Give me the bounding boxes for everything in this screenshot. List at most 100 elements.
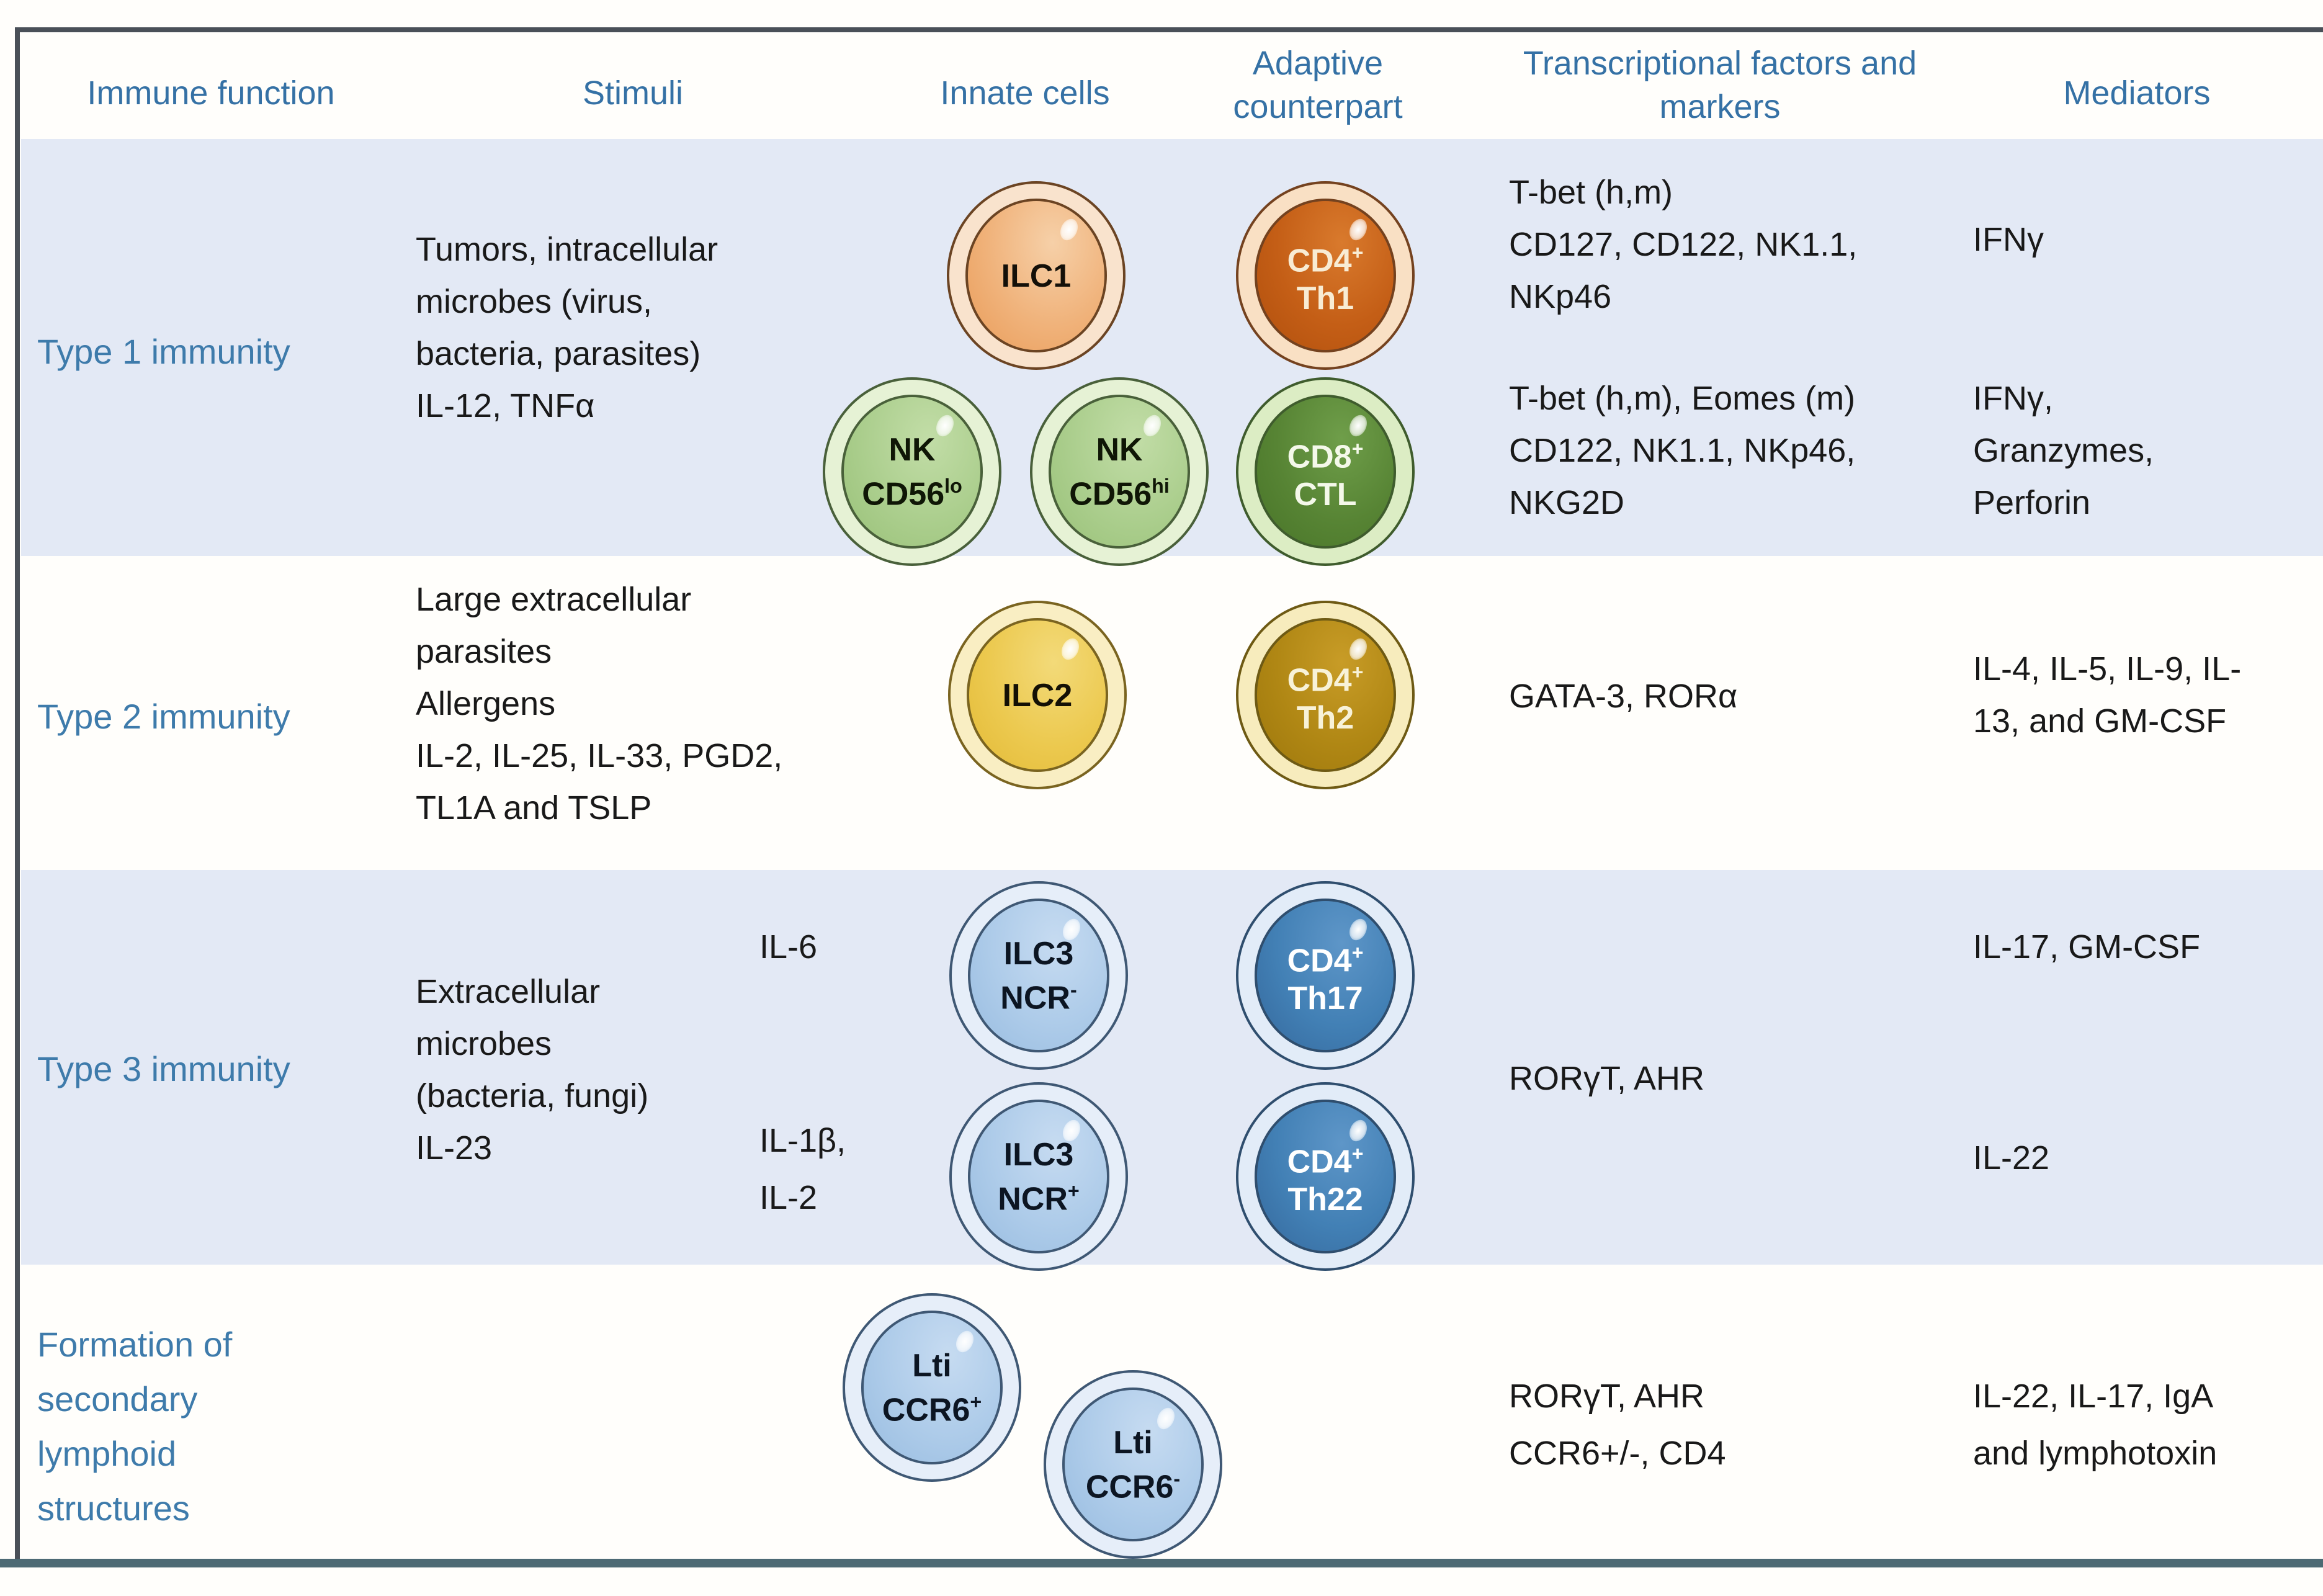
cell-label: CTL [1294,475,1356,513]
cell-superscript: + [1351,438,1364,461]
row-label-formation: Formation of secondary lymphoid structur… [37,1325,233,1528]
type3-factors-text: RORγT, AHR [1509,1060,1705,1097]
type3-mediators-top-text: IL-17, GM-CSF [1973,928,2201,966]
cell-cd4-th22-inner: CD4+ Th22 [1255,1100,1396,1253]
type1-factors-top-text: T-bet (h,m) CD127, CD122, NK1.1, NKp46 [1509,174,1858,315]
gloss-highlight-icon [1057,216,1081,243]
type3-stimulus-il1b-il2-text: IL-1β, IL-2 [759,1122,846,1216]
cell-label: ILC3 [1004,935,1074,972]
cell-text: CD8 [1287,437,1352,475]
cell-text: CD4 [1287,661,1352,699]
cell-ilc1: ILC1 [947,181,1126,370]
cell-label: NK [888,431,935,468]
cell-nk-cd56lo-inner: NK CD56lo [841,395,983,549]
cell-text: Th17 [1287,979,1363,1016]
table-bottom-border [0,1559,2323,1567]
cell-label: CCR6+ [882,1384,982,1428]
row-label-type3: Type 3 immunity [37,1050,290,1088]
cell-text: NCR [1000,979,1070,1016]
cell-superscript: + [1067,1180,1080,1203]
cell-text: CTL [1294,475,1357,513]
column-header-mediators: Mediators [2063,74,2211,112]
cell-superscript: + [1351,661,1364,684]
row-label-type1: Type 1 immunity [37,333,290,371]
cell-text: Lti [912,1347,952,1384]
cell-text: CD4 [1287,241,1352,279]
cell-text: ILC3 [1003,1136,1074,1173]
cell-text: Th22 [1287,1180,1363,1217]
cell-label: CD8+ [1287,431,1364,475]
cell-text: NCR [998,1180,1068,1217]
type2-mediators-text: IL-4, IL-5, IL-9, IL- 13, and GM-CSF [1973,650,2242,740]
cell-text: CD56 [862,475,945,513]
cell-text: Th2 [1296,698,1354,736]
cell-label: CD56hi [1069,468,1170,513]
cell-text: CD4 [1287,941,1352,979]
cell-ilc1-inner: ILC1 [965,199,1107,352]
cell-lti-ccr6-pos-inner: Lti CCR6+ [861,1311,1003,1464]
cell-text: CCR6 [1085,1468,1174,1505]
cell-cd4-th22: CD4+ Th22 [1236,1082,1415,1271]
cell-ilc3-ncr-pos-inner: ILC3 NCR+ [968,1100,1109,1253]
column-header-transcriptional-factors: Transcriptional factors and markers [1523,45,1917,125]
cell-text: NK [888,431,936,468]
row-band-type3 [21,870,2323,1265]
type2-factors-text: GATA-3, RORα [1509,678,1738,715]
row-label-type2: Type 2 immunity [37,697,290,736]
cell-text: NK [1096,431,1143,468]
cell-cd8-ctl-inner: CD8+ CTL [1255,395,1396,549]
cell-label: CD4+ [1287,1136,1364,1180]
cell-superscript: + [1351,242,1364,265]
cell-lti-ccr6-neg: Lti CCR6- [1044,1370,1222,1559]
type3-mediators-bottom-text: IL-22 [1973,1139,2050,1177]
type1-mediators-bottom-text: IFNγ, Granzymes, Perforin [1973,380,2154,521]
cell-text: Lti [1113,1423,1153,1461]
cell-label: ILC3 [1004,1136,1074,1173]
cell-lti-ccr6-neg-inner: Lti CCR6- [1062,1388,1204,1541]
cell-superscript: - [1070,979,1077,1002]
cell-text: CD4 [1287,1142,1352,1180]
cell-label: ILC2 [1003,676,1073,714]
type1-mediators-top-text: IFNγ [1973,221,2044,258]
cell-label: CD4+ [1287,935,1364,979]
cell-ilc2: ILC2 [948,601,1127,789]
cell-cd4-th1: CD4+ Th1 [1236,181,1415,370]
cell-superscript: + [1351,942,1364,965]
cell-text: CD56 [1069,475,1152,513]
cell-superscript: lo [944,475,962,498]
cell-text: Th1 [1296,279,1354,316]
cell-cd4-th17-inner: CD4+ Th17 [1255,899,1396,1052]
cell-superscript: + [1351,1143,1364,1166]
cell-nk-cd56hi: NK CD56hi [1030,377,1209,566]
type1-factors-bottom-text: T-bet (h,m), Eomes (m) CD122, NK1.1, NKp… [1509,380,1856,521]
cell-label: Th2 [1297,699,1354,736]
formation-factors-text: RORγT, AHR CCR6+/-, CD4 [1509,1378,1726,1472]
type3-stimuli-text: Extracellular microbes (bacteria, fungi)… [416,973,649,1167]
cell-superscript: hi [1152,475,1170,498]
cell-cd4-th1-inner: CD4+ Th1 [1255,199,1396,352]
column-header-innate-cells: Innate cells [940,74,1110,112]
cell-label: CD4+ [1287,235,1364,279]
cell-text: ILC3 [1003,935,1074,972]
formation-mediators-text: IL-22, IL-17, IgA and lymphotoxin [1973,1378,2218,1472]
cell-label: Th17 [1287,979,1363,1016]
gloss-highlight-icon [1140,412,1165,439]
cell-nk-cd56lo: NK CD56lo [823,377,1001,566]
column-header-stimuli: Stimuli [582,74,683,112]
cell-cd4-th2: CD4+ Th2 [1236,601,1415,789]
column-header-immune-function: Immune function [87,74,335,112]
cell-cd4-th2-inner: CD4+ Th2 [1255,618,1396,772]
cell-text: ILC1 [1001,257,1072,294]
cell-nk-cd56hi-inner: NK CD56hi [1049,395,1190,549]
cell-label: Lti [912,1347,952,1384]
cell-text: ILC2 [1002,676,1073,714]
table-top-border [15,27,2323,32]
table-left-border [15,27,20,1564]
cell-label: CCR6- [1086,1461,1180,1505]
cell-ilc3-ncr-neg: ILC3 NCR- [949,881,1128,1070]
cell-ilc2-inner: ILC2 [967,618,1108,772]
gloss-highlight-icon [1058,635,1083,663]
cell-superscript: - [1173,1468,1181,1491]
